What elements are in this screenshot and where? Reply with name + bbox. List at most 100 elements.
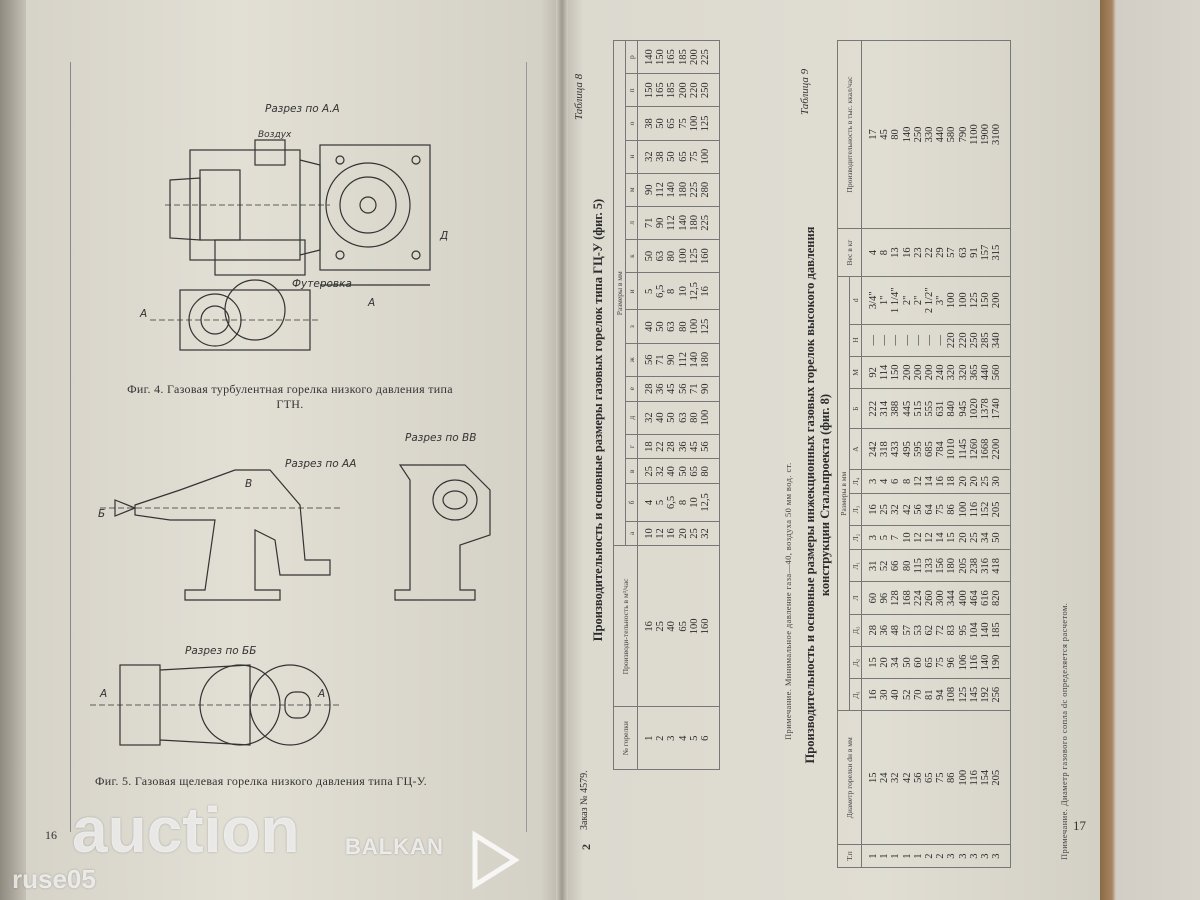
table-cell: 5: [688, 706, 701, 770]
column-header: г: [625, 434, 638, 459]
table8-note: Примечание. Минимальное давление газа—40…: [783, 462, 793, 740]
table-cell: 285: [980, 324, 992, 357]
table-cell: 225: [700, 40, 720, 74]
table-cell: 180: [688, 206, 701, 240]
table-cell: 71: [637, 206, 656, 240]
table-cell: 20: [957, 469, 969, 494]
table-cell: 250: [912, 40, 925, 229]
column-header: Б: [849, 388, 862, 429]
column-header: м: [625, 173, 638, 207]
table-cell: 140: [980, 614, 992, 647]
fig5-section-vv: [394, 464, 491, 601]
table-cell: 400: [957, 581, 969, 615]
table-cell: 330: [924, 40, 936, 229]
table-cell: 12: [655, 521, 667, 546]
table-cell: 80: [890, 40, 902, 229]
table-cell: 2": [901, 276, 913, 325]
table-cell: 205: [991, 710, 1011, 845]
table-cell: 365: [968, 356, 981, 389]
table-cell: 125: [688, 239, 701, 273]
table-cell: 50: [677, 459, 689, 484]
table-cell: 316: [980, 549, 992, 582]
table-cell: 65: [666, 106, 678, 141]
section-a-marker-right: А: [318, 688, 326, 700]
table-cell: 200: [924, 356, 936, 389]
table-cell: 64: [924, 493, 936, 526]
table-cell: 5: [879, 525, 891, 550]
fig5-section-aa: [100, 469, 340, 601]
table-cell: 3: [946, 844, 958, 868]
table-cell: 560: [991, 356, 1011, 389]
table-cell: 40: [666, 459, 678, 484]
table-cell: 840: [946, 388, 958, 429]
table-cell: 75: [935, 710, 947, 845]
table-cell: 81: [924, 678, 936, 711]
table-cell: 495: [901, 428, 913, 470]
rotated-tables-page: Таблица 8 Производительность и основные …: [565, 10, 1095, 890]
table-cell: 31: [861, 549, 880, 582]
watermark-balkan: BALKAN: [345, 834, 444, 859]
table-cell: 388: [890, 388, 902, 429]
table-cell: 1260: [968, 428, 981, 470]
table-cell: 25: [980, 469, 992, 494]
table-cell: 45: [688, 434, 701, 459]
table-cell: 24: [879, 710, 891, 845]
table-cell: 65: [924, 710, 936, 845]
table-cell: 140: [901, 40, 913, 229]
section-a-marker-left: А: [100, 688, 108, 700]
table-cell: 125: [700, 310, 720, 344]
table-cell: 4: [677, 706, 689, 770]
column-header: Н: [849, 324, 862, 357]
column-header: Л: [849, 581, 862, 615]
table-cell: 140: [980, 646, 992, 679]
right-page: [562, 0, 1100, 900]
table-cell: 8: [677, 483, 689, 522]
table-cell: 72: [935, 614, 947, 647]
table-cell: 25: [968, 525, 981, 550]
table-cell: 32: [890, 493, 902, 526]
table-cell: 1: [890, 844, 902, 868]
table-cell: 200: [901, 356, 913, 389]
fig4-lining-label: Футеровка: [292, 278, 352, 290]
column-header: Диаметр горелки dн в мм: [837, 710, 862, 845]
air-label: Воздух: [258, 130, 292, 140]
table-cell: 1: [637, 706, 656, 770]
table-cell: 4: [879, 469, 891, 494]
table-cell: 32: [655, 459, 667, 484]
table-cell: 16: [700, 272, 720, 310]
book-edge: [0, 0, 28, 900]
table-cell: 16: [935, 469, 947, 494]
dim-d-label: Д: [440, 230, 449, 242]
table-cell: 125: [957, 678, 969, 711]
table-cell: 12: [924, 525, 936, 550]
column-header: в: [625, 459, 638, 484]
table-cell: 30: [991, 469, 1011, 494]
table-cell: 38: [655, 140, 667, 174]
signature-mark: 2: [579, 844, 593, 850]
table-cell: 50: [666, 401, 678, 435]
table-cell: 784: [935, 428, 947, 470]
table-cell: 94: [935, 678, 947, 711]
table-cell: 3: [861, 469, 880, 494]
table-cell: 200: [912, 356, 925, 389]
table-cell: 14: [935, 525, 947, 550]
table-cell: 83: [946, 614, 958, 647]
table-cell: —: [912, 324, 925, 357]
table-cell: 1: [912, 844, 925, 868]
table-cell: 28: [637, 376, 656, 402]
table-cell: 820: [991, 581, 1011, 615]
table-cell: 238: [968, 549, 981, 582]
table-cell: 200: [688, 40, 701, 74]
table-cell: 116: [968, 710, 981, 845]
table-cell: 86: [946, 710, 958, 845]
table-cell: 75: [688, 140, 701, 174]
table-cell: 15: [946, 525, 958, 550]
table-cell: 2200: [991, 428, 1011, 470]
table-cell: 60: [912, 646, 925, 679]
